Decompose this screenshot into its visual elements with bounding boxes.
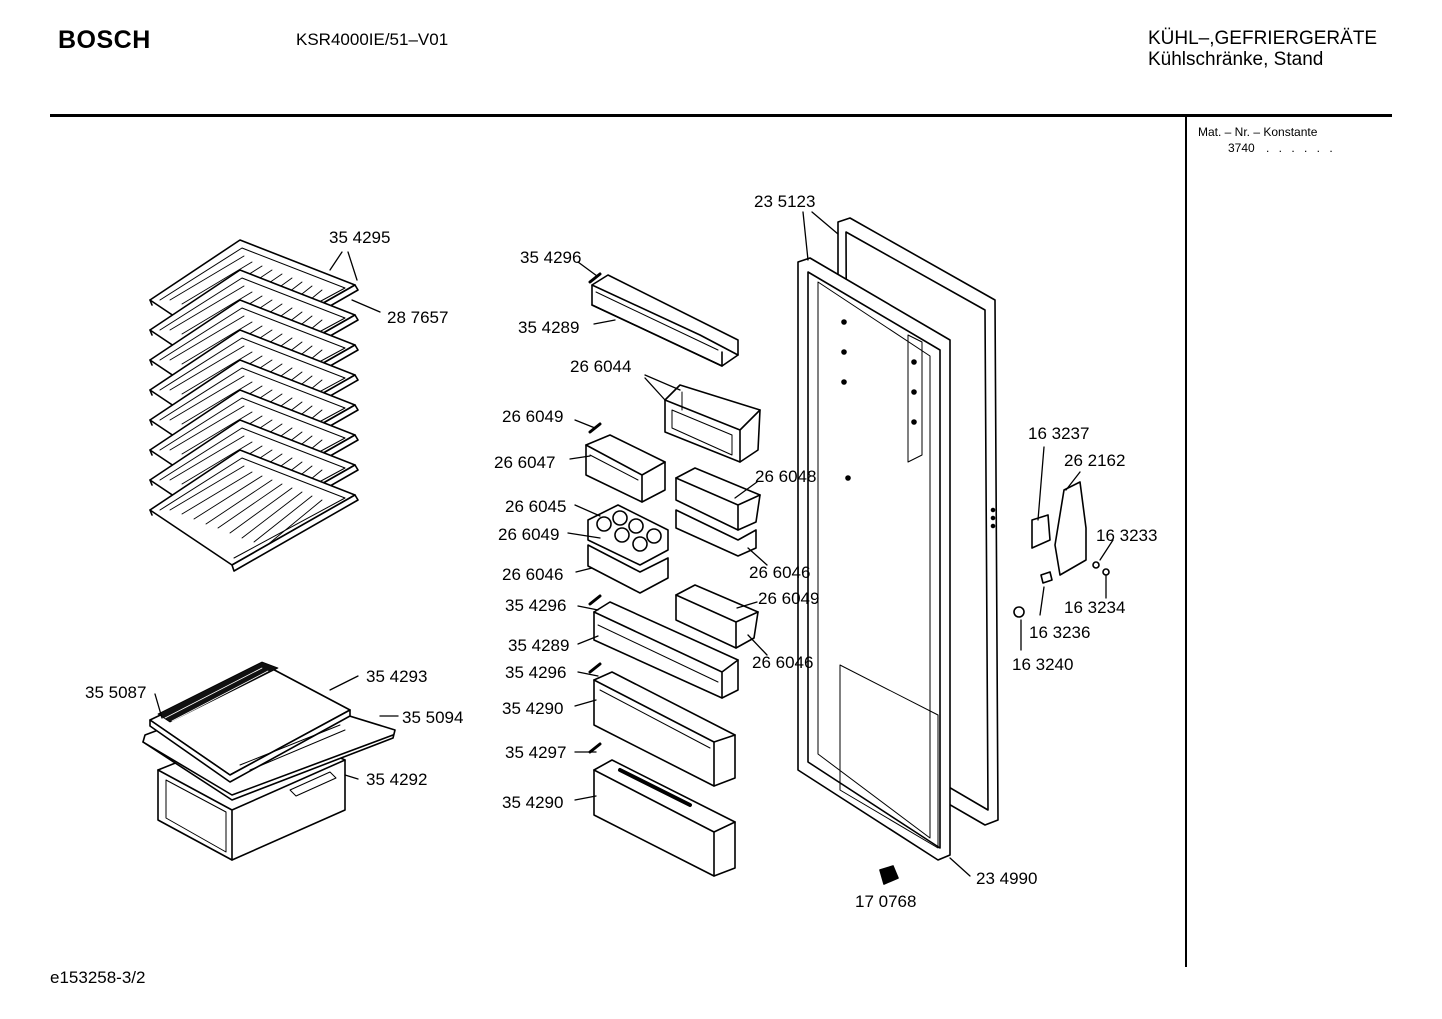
part-label: 35 5094	[402, 708, 463, 727]
part-label: 35 4297	[505, 743, 566, 762]
part-labels: 35 4295 28 7657 35 4296 35 4289 26 6044 …	[85, 192, 1157, 911]
part-label: 35 4293	[366, 667, 427, 686]
part-label: 35 5087	[85, 683, 146, 702]
part-label: 35 4289	[508, 636, 569, 655]
mat-nr-value: 3740	[1228, 141, 1255, 155]
part-label: 35 4290	[502, 793, 563, 812]
part-label: 35 4296	[520, 248, 581, 267]
mat-nr-label: Mat. – Nr. – Konstante	[1198, 125, 1318, 139]
door-shelves-illustration	[585, 272, 761, 877]
part-label: 16 3237	[1028, 424, 1089, 443]
part-label: 26 6046	[749, 563, 810, 582]
part-label: 26 6049	[758, 589, 819, 608]
part-label: 28 7657	[387, 308, 448, 327]
part-label: 35 4289	[518, 318, 579, 337]
part-label: 26 6047	[494, 453, 555, 472]
part-label: 23 5123	[754, 192, 815, 211]
part-label: 23 4990	[976, 869, 1037, 888]
crisper-drawer-illustration	[142, 661, 396, 861]
part-label: 26 6045	[505, 497, 566, 516]
part-label: 16 3236	[1029, 623, 1090, 642]
model-number: KSR4000IE/51–V01	[296, 30, 449, 49]
sidebar-divider	[1185, 114, 1187, 967]
part-label: 35 4290	[502, 699, 563, 718]
part-label: 26 2162	[1064, 451, 1125, 470]
wire-shelves-illustration	[149, 239, 359, 572]
category-title: KÜHL–,GEFRIERGERÄTE	[1148, 28, 1378, 49]
part-label: 16 3240	[1012, 655, 1073, 674]
part-label: 26 6048	[755, 467, 816, 486]
mat-nr-dots: . . . . . .	[1266, 141, 1336, 155]
category-subtitle: Kühlschränke, Stand	[1148, 49, 1324, 70]
header-divider	[50, 114, 1392, 117]
part-label: 35 4295	[329, 228, 390, 247]
leader-lines	[154, 211, 1114, 877]
part-label: 26 6046	[752, 653, 813, 672]
part-label: 35 4296	[505, 663, 566, 682]
part-label: 17 0768	[855, 892, 916, 911]
drawing-id: e153258-3/2	[50, 968, 146, 987]
part-label: 16 3233	[1096, 526, 1157, 545]
door-panel-illustration	[797, 217, 999, 861]
part-label: 35 4292	[366, 770, 427, 789]
brand-logo: BOSCH	[58, 26, 151, 54]
part-label: 26 6044	[570, 357, 631, 376]
part-label: 26 6046	[502, 565, 563, 584]
part-label: 26 6049	[498, 525, 559, 544]
part-label: 16 3234	[1064, 598, 1125, 617]
hinge-parts-illustration	[879, 481, 1110, 885]
part-label: 35 4296	[505, 596, 566, 615]
part-label: 26 6049	[502, 407, 563, 426]
